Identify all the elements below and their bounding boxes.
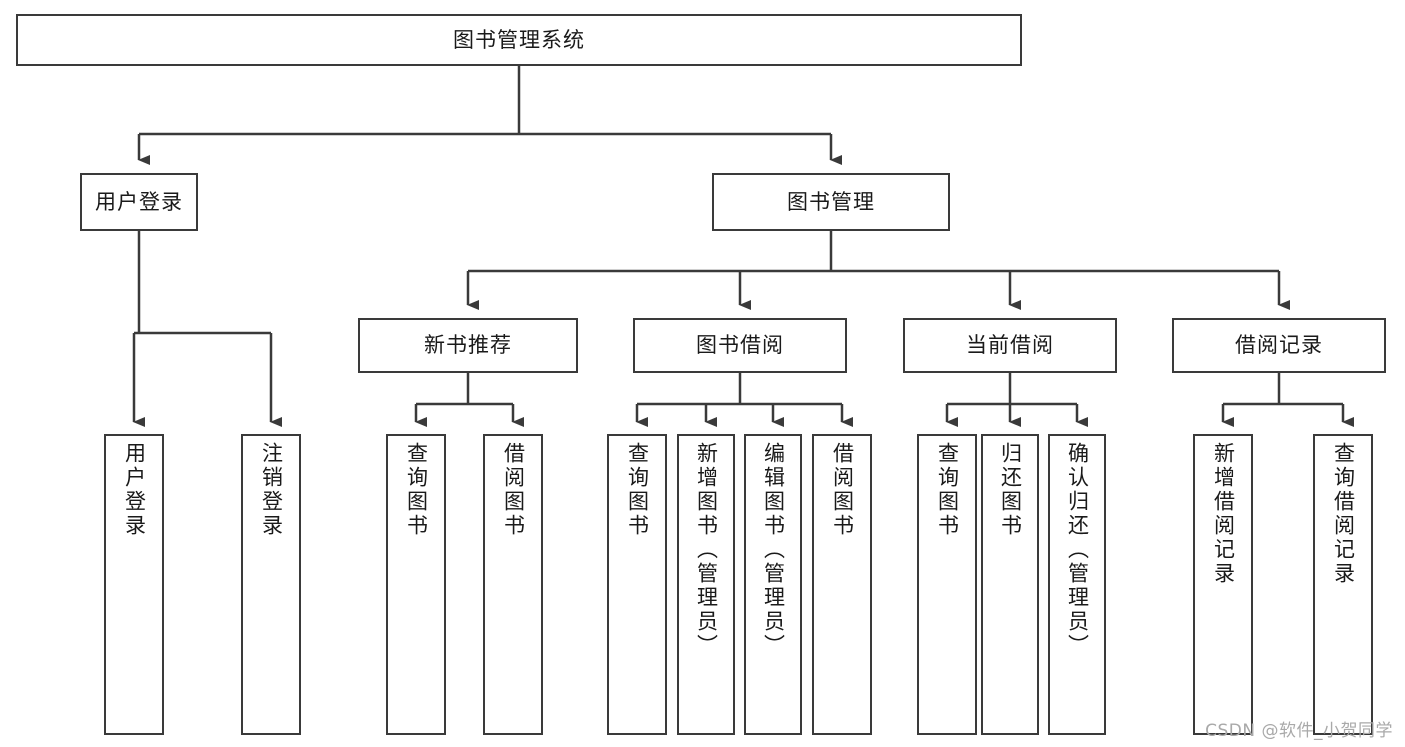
node-book-management-label: 图书管理: [787, 189, 875, 214]
leaf-current-confirm-return-label: 确认归还（管理员）: [1065, 442, 1090, 658]
node-book-borrow-label: 图书借阅: [696, 333, 784, 358]
node-book-management[interactable]: 图书管理: [712, 173, 950, 231]
leaf-recommend-query-book-label: 查询图书: [404, 442, 429, 538]
node-new-book-recommend[interactable]: 新书推荐: [358, 318, 578, 373]
node-current-borrow[interactable]: 当前借阅: [903, 318, 1117, 373]
node-user-login-label: 用户登录: [95, 189, 183, 214]
leaf-borrow-add-book-label: 新增图书（管理员）: [694, 442, 719, 658]
leaf-current-confirm-return[interactable]: 确认归还（管理员）: [1048, 434, 1106, 735]
leaf-borrow-query-book[interactable]: 查询图书: [607, 434, 667, 735]
leaf-current-return-book[interactable]: 归还图书: [981, 434, 1039, 735]
leaf-user-login-login-label: 用户登录: [122, 442, 147, 538]
node-borrow-record[interactable]: 借阅记录: [1172, 318, 1386, 373]
leaf-record-add-record[interactable]: 新增借阅记录: [1193, 434, 1253, 735]
leaf-recommend-borrow-book-label: 借阅图书: [501, 442, 526, 538]
leaf-borrow-add-book[interactable]: 新增图书（管理员）: [677, 434, 735, 735]
leaf-borrow-edit-book[interactable]: 编辑图书（管理员）: [744, 434, 802, 735]
node-root-label: 图书管理系统: [453, 27, 585, 52]
leaf-current-return-book-label: 归还图书: [998, 442, 1023, 538]
node-borrow-record-label: 借阅记录: [1235, 333, 1323, 358]
leaf-record-query-record-label: 查询借阅记录: [1331, 442, 1356, 586]
node-book-borrow[interactable]: 图书借阅: [633, 318, 847, 373]
node-root[interactable]: 图书管理系统: [16, 14, 1022, 66]
leaf-current-query-book[interactable]: 查询图书: [917, 434, 977, 735]
leaf-borrow-query-book-label: 查询图书: [625, 442, 650, 538]
watermark: CSDN @软件_小贺同学: [1205, 721, 1393, 741]
leaf-recommend-query-book[interactable]: 查询图书: [386, 434, 446, 735]
leaf-user-login-logout-label: 注销登录: [259, 442, 284, 538]
node-user-login[interactable]: 用户登录: [80, 173, 198, 231]
leaf-borrow-borrow-book[interactable]: 借阅图书: [812, 434, 872, 735]
leaf-record-add-record-label: 新增借阅记录: [1211, 442, 1236, 586]
leaf-current-query-book-label: 查询图书: [935, 442, 960, 538]
leaf-borrow-borrow-book-label: 借阅图书: [830, 442, 855, 538]
leaf-user-login-login[interactable]: 用户登录: [104, 434, 164, 735]
node-new-book-recommend-label: 新书推荐: [424, 333, 512, 358]
leaf-borrow-edit-book-label: 编辑图书（管理员）: [761, 442, 786, 658]
node-current-borrow-label: 当前借阅: [966, 333, 1054, 358]
leaf-user-login-logout[interactable]: 注销登录: [241, 434, 301, 735]
leaf-record-query-record[interactable]: 查询借阅记录: [1313, 434, 1373, 735]
leaf-recommend-borrow-book[interactable]: 借阅图书: [483, 434, 543, 735]
